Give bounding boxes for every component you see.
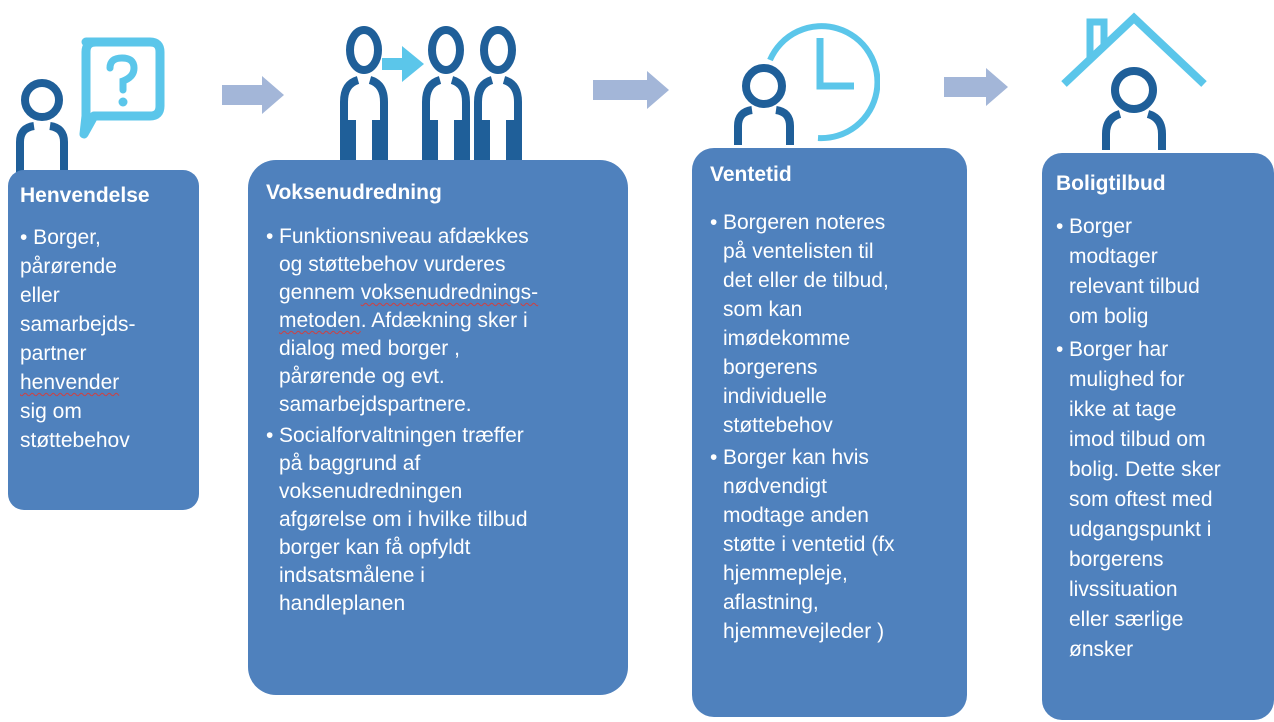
step-boligtilbud: Boligtilbud Borger modtager relevant til… [1042,153,1274,720]
flow-arrow-1 [222,76,284,114]
flow-arrow-2 [593,71,669,109]
step-bullet: Borger kan hvis nødvendigt modtage anden… [710,443,953,646]
step-bullet: Borger har mulighed for ikke at tage imo… [1056,335,1266,665]
step-bullet: Socialforvaltningen træffer på baggrund … [266,422,614,618]
step-title: Voksenudredning [266,181,442,204]
person-question-icon [16,37,165,175]
step-bullet: • Borger, pårørende eller samarbejds- pa… [20,226,136,452]
step-voksenudredning: Voksenudredning Funktionsniveau afdækkes… [248,160,628,695]
step-bullet: Funktionsniveau afdækkes og støttebehov … [266,223,614,419]
flow-arrow-3 [944,68,1008,106]
step-bullet: Borger modtager relevant tilbud om bolig [1056,212,1266,332]
person-transfer-icon [340,26,522,160]
step-henvendelse: Henvendelse • Borger, pårørende eller sa… [8,170,199,510]
person-clock-icon [734,23,880,145]
step-bullet: Borgeren noteres på ventelisten til det … [710,208,953,440]
step-title: Henvendelse [20,184,150,207]
person-house-icon [1061,12,1207,150]
step-title: Ventetid [710,163,792,186]
step-ventetid: Ventetid Borgeren noteres på ventelisten… [692,148,967,717]
step-title: Boligtilbud [1056,172,1166,195]
